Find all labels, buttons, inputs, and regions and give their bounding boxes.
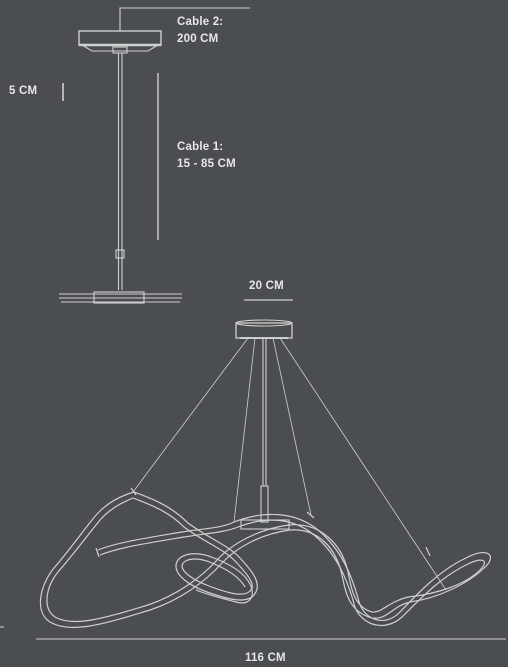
- light-ring: [39, 487, 491, 628]
- cable1-label-line1: Cable 1:: [177, 141, 224, 153]
- cable2-label-line1: Cable 2:: [177, 16, 224, 28]
- height-5cm-label: 5 CM: [9, 85, 38, 97]
- cable1-label: Cable 1: 15 - 85 CM: [177, 139, 236, 173]
- overall-width-label: 116 CM: [245, 652, 286, 664]
- canopy-width-label: 20 CM: [249, 280, 284, 292]
- side-canopy: [78, 30, 162, 46]
- cable1-label-line2: 15 - 85 CM: [177, 158, 236, 170]
- suspension-cables: [132, 337, 447, 591]
- cable2-label-line2: 200 CM: [177, 33, 219, 45]
- perspective-view-lamp: [0, 299, 506, 640]
- cable2-label: Cable 2: 200 CM: [177, 14, 223, 48]
- side-view-lamp: [59, 7, 250, 304]
- cable2-leader-line: [119, 7, 250, 31]
